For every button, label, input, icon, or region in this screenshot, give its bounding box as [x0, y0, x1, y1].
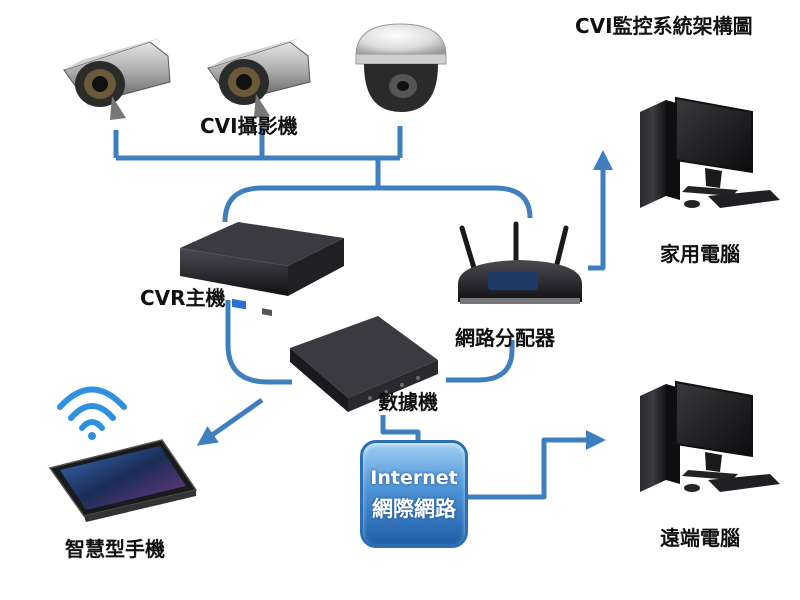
- desktop-pc-icon: [640, 96, 780, 208]
- dvr-box-icon: [180, 222, 344, 316]
- modem-label: 數據機: [378, 390, 438, 414]
- home-pc-label: 家用電腦: [660, 242, 740, 266]
- dome-camera-icon: [355, 23, 447, 112]
- connection-lines: [113, 126, 613, 500]
- diagram-title: CVI監控系統架構圖: [575, 14, 753, 38]
- router-to-modem: [446, 340, 515, 383]
- cvr-host-label: CVR主機: [140, 286, 226, 310]
- wifi-signal-icon: [57, 386, 127, 440]
- router-label: 網路分配器: [455, 326, 555, 350]
- smartphone-icon: [48, 439, 198, 522]
- bullet-camera-icon: [207, 38, 311, 118]
- internet-to-remote-pc: [468, 430, 606, 500]
- bullet-camera-icon: [63, 38, 171, 120]
- internet-label-en: Internet: [370, 467, 458, 489]
- trunk-to-router: [378, 185, 533, 219]
- desktop-pc-icon: [640, 380, 780, 492]
- internet-label-zh: 網際網路: [372, 497, 456, 521]
- modem-to-phone: [196, 397, 264, 446]
- cvr-to-modem: [225, 300, 292, 385]
- modem-icon: [290, 316, 438, 412]
- smartphone-label: 智慧型手機: [65, 537, 165, 561]
- cameras-label: CVI攝影機: [200, 114, 298, 138]
- wifi-router-icon: [458, 221, 582, 304]
- remote-pc-label: 遠端電腦: [660, 526, 740, 550]
- trunk-to-cvr: [222, 185, 378, 223]
- internet-node: Internet 網際網路: [360, 440, 468, 548]
- router-to-home-pc: [588, 150, 613, 271]
- modem-to-internet: [380, 415, 421, 444]
